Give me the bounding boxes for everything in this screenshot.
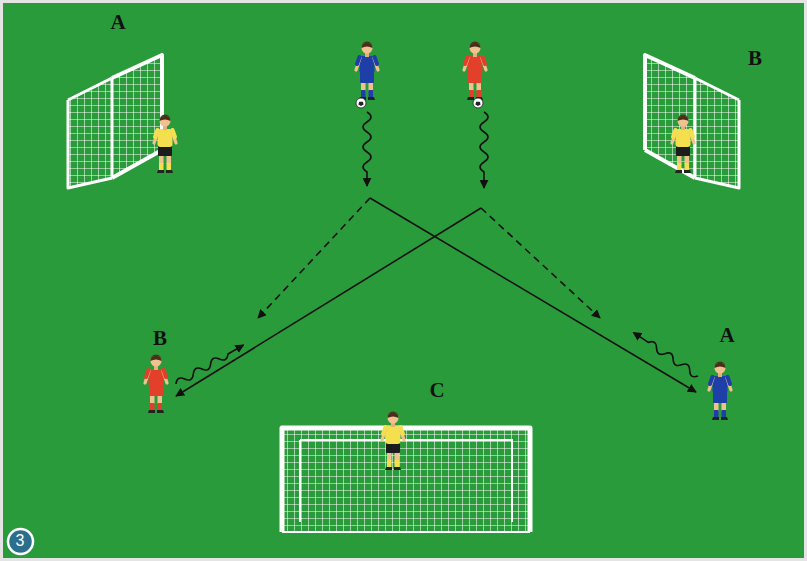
goal-label: C (429, 380, 444, 401)
goal-label: B (748, 48, 762, 69)
pitch (3, 3, 804, 558)
figure-number: 3 (16, 533, 25, 549)
small-goal (645, 55, 739, 188)
run-arrow (258, 198, 600, 318)
pass-arrow (176, 198, 696, 396)
goalkeeper (382, 412, 404, 471)
goalkeeper (154, 115, 176, 174)
large-goal (282, 428, 530, 532)
goal-label: A (110, 12, 125, 33)
ball (356, 98, 366, 108)
blue-player (356, 41, 378, 100)
figure-number-badge: 3 (6, 527, 35, 556)
blue-player (709, 362, 731, 421)
red-player (145, 355, 167, 414)
player-label: A (719, 325, 734, 346)
ball (473, 98, 483, 108)
dribble-arrow (174, 112, 700, 387)
player-label: B (153, 328, 167, 349)
goalkeeper (672, 115, 694, 174)
red-player (464, 41, 486, 100)
small-goal (68, 55, 162, 188)
